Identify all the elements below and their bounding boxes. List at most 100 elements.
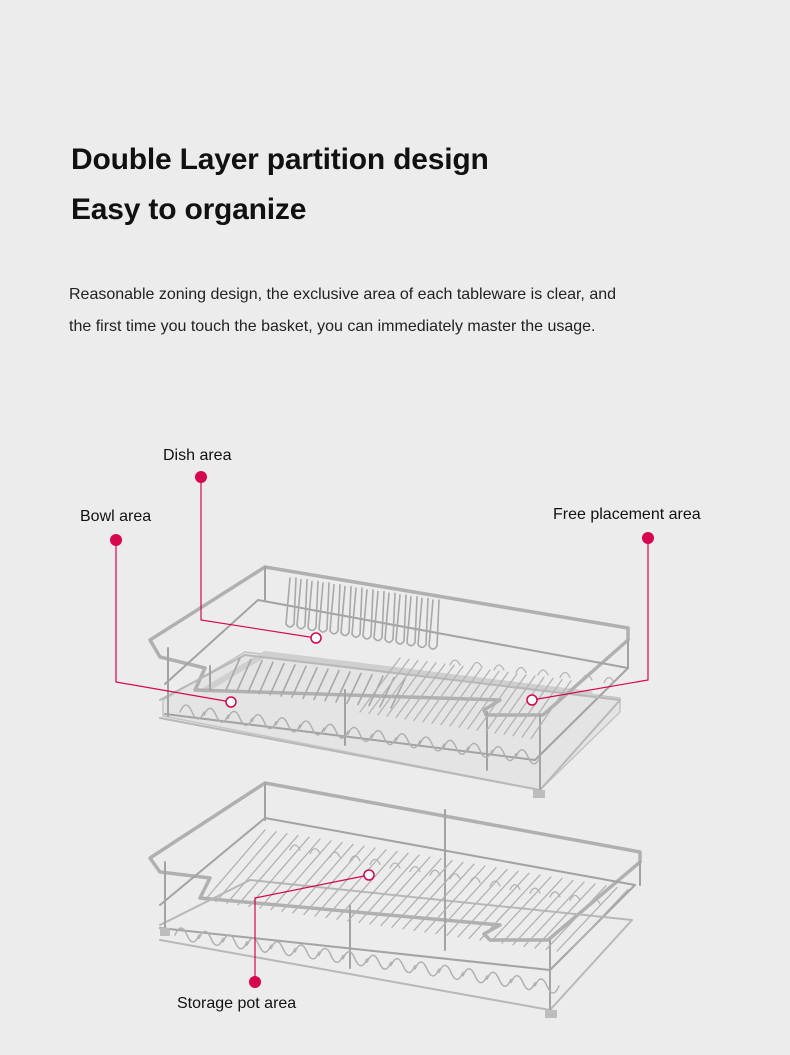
plate-slot — [346, 672, 362, 705]
dish-area-marker — [195, 471, 207, 483]
bowl-wave-wire — [323, 723, 349, 739]
free-grid-wire — [368, 658, 410, 715]
free-placement-marker — [642, 532, 654, 544]
dish-tine — [318, 582, 330, 633]
dish-tine — [384, 592, 396, 644]
free-grid-wire — [494, 675, 536, 734]
dish-tine — [417, 597, 429, 649]
pot-grid-wire — [435, 867, 497, 935]
pot-grid-wire — [369, 856, 431, 925]
storage-pot-area-label: Storage pot area — [177, 995, 297, 1012]
free-loop-wire — [449, 659, 461, 666]
plate-slot — [280, 664, 296, 697]
dish-tine — [373, 590, 385, 642]
pot-loop-wire — [589, 898, 601, 905]
plate-slot — [390, 678, 406, 709]
free-grid-wire — [512, 677, 554, 737]
bowl-wave-wire — [299, 720, 325, 736]
pot-loop-wire — [389, 862, 401, 869]
plate-slot — [302, 666, 318, 700]
pot-grid-wire — [270, 840, 332, 911]
plate-slot — [357, 673, 373, 706]
bowl-wave-wire — [515, 749, 541, 765]
plate-slot — [313, 668, 329, 701]
pot-loop-wire — [449, 873, 461, 880]
dish-tine — [340, 585, 352, 637]
free-loop-wire — [493, 664, 505, 671]
headline-line-2: Easy to organize — [71, 193, 307, 226]
free-grid-wire — [431, 666, 473, 724]
pot-grid-wire — [512, 879, 574, 946]
free-grid-wire — [395, 662, 437, 719]
free-placement-target — [526, 694, 538, 706]
lower-wave-wire — [366, 954, 392, 970]
pot-loop-wire — [349, 855, 361, 862]
bowl-wave-wire — [419, 736, 445, 752]
pot-grid-wire — [545, 885, 607, 951]
pot-loop-wire — [429, 869, 441, 876]
headline-line-1: Double Layer partition design — [71, 143, 489, 176]
pot-grid-wire — [380, 858, 442, 927]
pot-grid-wire — [336, 850, 398, 920]
pot-grid-wire — [391, 859, 453, 928]
bowl-wave-wire — [467, 742, 493, 759]
bowl-area-target — [225, 696, 237, 708]
free-grid-wire — [440, 668, 482, 726]
bowl-wave-wire — [443, 739, 469, 755]
pot-grid-wire — [248, 836, 310, 908]
plate-slot — [225, 657, 241, 691]
free-grid-wire — [404, 663, 446, 720]
pot-grid-wire — [402, 861, 464, 930]
dish-tine — [329, 584, 341, 635]
lower-basket — [148, 781, 642, 1018]
bowl-wave-wire — [371, 729, 397, 746]
dish-tine — [285, 577, 297, 628]
lower-wave-wire — [486, 971, 512, 987]
pot-grid-wire — [556, 886, 618, 952]
dish-tine — [307, 580, 319, 632]
lower-wave-wire — [462, 968, 488, 984]
free-grid-wire — [458, 670, 500, 729]
bowl-wave-wire — [275, 717, 301, 733]
pot-grid-wire — [204, 829, 266, 901]
pot-loop-wire — [369, 858, 381, 866]
free-loop-wire — [471, 661, 483, 669]
lower-wave-wire — [318, 947, 344, 964]
plate-slot — [291, 665, 307, 699]
storage-pot-marker — [249, 976, 261, 988]
plate-slot — [247, 659, 263, 694]
free-grid-wire — [476, 672, 518, 731]
bowl-wave-wire — [203, 707, 229, 723]
free-grid-wire — [503, 676, 545, 736]
pot-loop-wire — [409, 865, 421, 873]
pot-loop-wire — [509, 883, 521, 891]
lower-wave-wire — [222, 934, 248, 950]
pot-grid-wire — [314, 847, 376, 917]
free-grid-wire — [521, 678, 563, 738]
free-grid-wire — [485, 674, 527, 733]
pot-grid-wire — [534, 883, 596, 949]
lower-wave-wire — [198, 930, 224, 947]
pot-loop-wire — [289, 844, 301, 851]
pot-grid-wire — [237, 834, 299, 906]
bowl-area-label: Bowl area — [80, 508, 152, 525]
pot-grid-wire — [325, 849, 387, 919]
pot-grid-wire — [446, 868, 508, 936]
callout-leaders — [115, 478, 649, 982]
lower-wave-wire — [438, 964, 464, 981]
pot-grid-wire — [457, 870, 519, 938]
lower-wave-wire — [294, 944, 320, 960]
dish-tine — [351, 587, 363, 638]
pot-grid-wire — [468, 872, 530, 940]
free-placement-area-label: Free placement area — [553, 506, 701, 523]
dish-tine — [296, 578, 308, 630]
pot-grid-wire — [523, 881, 585, 948]
pot-loop-wire — [469, 876, 481, 884]
bowl-wave-wire — [395, 733, 421, 749]
free-grid-wire — [530, 680, 572, 740]
dish-tine — [395, 594, 407, 645]
lower-wave-wire — [534, 978, 560, 994]
plate-slot — [324, 669, 340, 702]
plate-slot — [269, 662, 285, 696]
plate-slot — [236, 658, 252, 693]
